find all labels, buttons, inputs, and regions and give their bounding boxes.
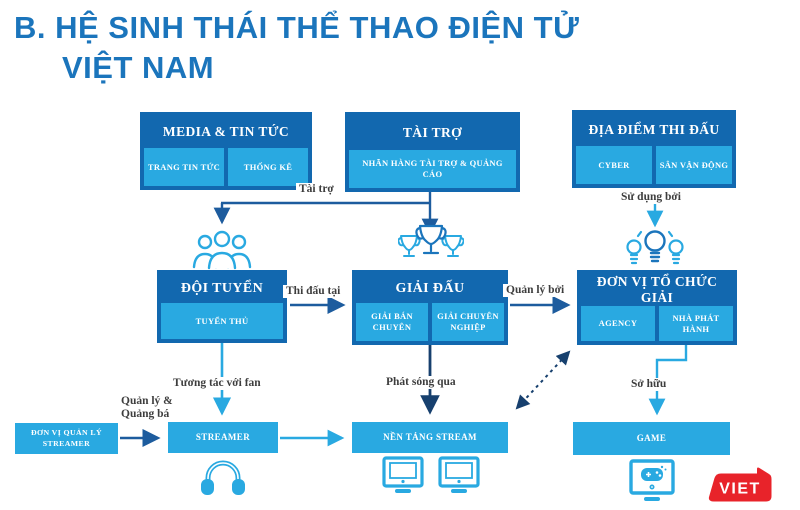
label-managed-by: Quản lý bởi xyxy=(503,284,568,298)
box-game: GAME xyxy=(573,422,730,455)
box-tournament: GIẢI ĐẤU GIẢI BÁN CHUYÊN GIẢI CHUYÊN NGH… xyxy=(352,270,508,345)
box-tournament-header: GIẢI ĐẤU xyxy=(395,280,465,296)
viet-logo-text: VIET xyxy=(719,481,761,498)
subbox-players: TUYỂN THỦ xyxy=(161,303,283,339)
box-organizer-header: ĐƠN VỊ TỔ CHỨC GIẢI xyxy=(596,274,718,305)
box-media-news: MEDIA & TIN TỨC TRANG TIN TỨC THỐNG KÊ xyxy=(140,112,312,190)
edge-platform-organizer-dashed xyxy=(515,350,571,410)
label-compete-at: Thi đấu tại xyxy=(283,285,344,299)
label-manage-promote-line1: Quản lý & xyxy=(121,395,173,407)
box-venue: ĐỊA ĐIỂM THI ĐẤU CYBER SÂN VẬN ĐỘNG xyxy=(572,110,736,188)
subbox-statistics: THỐNG KÊ xyxy=(228,148,308,186)
page-title-line1: B. HỆ SINH THÁI THỂ THAO ĐIỆN TỬ xyxy=(14,10,580,45)
label-manage-promote: Quản lý & Quảng bá xyxy=(118,395,176,422)
page-title: B. HỆ SINH THÁI THỂ THAO ĐIỆN TỬ VIỆT NA… xyxy=(14,8,579,88)
box-sponsorship-header: TÀI TRỢ xyxy=(402,125,463,140)
label-manage-promote-line2: Quảng bá xyxy=(121,408,170,421)
box-team-header: ĐỘI TUYỂN xyxy=(180,280,264,296)
box-team: ĐỘI TUYỂN TUYỂN THỦ xyxy=(157,270,287,343)
subbox-stadium: SÂN VẬN ĐỘNG xyxy=(656,146,732,184)
viet-logo: VIET xyxy=(708,467,772,502)
label-owns: Sở hữu xyxy=(628,378,670,392)
subbox-news-site: TRANG TIN TỨC xyxy=(144,148,224,186)
box-organizer: ĐƠN VỊ TỔ CHỨC GIẢI AGENCY NHÀ PHÁT HÀNH xyxy=(577,270,737,345)
headphones-icon xyxy=(201,460,245,495)
box-media-news-header: MEDIA & TIN TỨC xyxy=(162,124,290,139)
box-venue-header: ĐỊA ĐIỂM THI ĐẤU xyxy=(588,122,720,137)
trophies-icon xyxy=(398,224,464,257)
label-used-by: Sử dụng bởi xyxy=(618,191,684,205)
label-fan-interact: Tương tác với fan xyxy=(170,377,264,391)
subbox-cyber: CYBER xyxy=(576,146,652,184)
box-streamer: STREAMER xyxy=(168,422,278,453)
subbox-sponsor-brands: NHÃN HÀNG TÀI TRỢ & QUẢNG CÁO xyxy=(349,150,516,188)
people-group-icon xyxy=(192,230,252,270)
box-sponsorship: TÀI TRỢ NHÃN HÀNG TÀI TRỢ & QUẢNG CÁO xyxy=(345,112,520,192)
page-title-line2: VIỆT NAM xyxy=(62,50,215,85)
label-sponsor-flow: Tài trợ xyxy=(296,183,337,197)
box-streamer-manager: ĐƠN VỊ QUẢN LÝ STREAMER xyxy=(15,423,118,454)
box-stream-platform: NỀN TẢNG STREAM xyxy=(352,422,508,453)
subbox-publisher: NHÀ PHÁT HÀNH xyxy=(659,306,733,341)
subbox-semi-pro-league: GIẢI BÁN CHUYÊN xyxy=(356,303,428,341)
gaming-monitor-icon xyxy=(629,459,675,501)
lightbulbs-icon xyxy=(626,230,684,265)
label-broadcast-via: Phát sóng qua xyxy=(383,376,459,390)
subbox-pro-league: GIẢI CHUYÊN NGHIỆP xyxy=(432,303,504,341)
dual-monitors-icon xyxy=(382,456,480,493)
subbox-agency: AGENCY xyxy=(581,306,655,341)
